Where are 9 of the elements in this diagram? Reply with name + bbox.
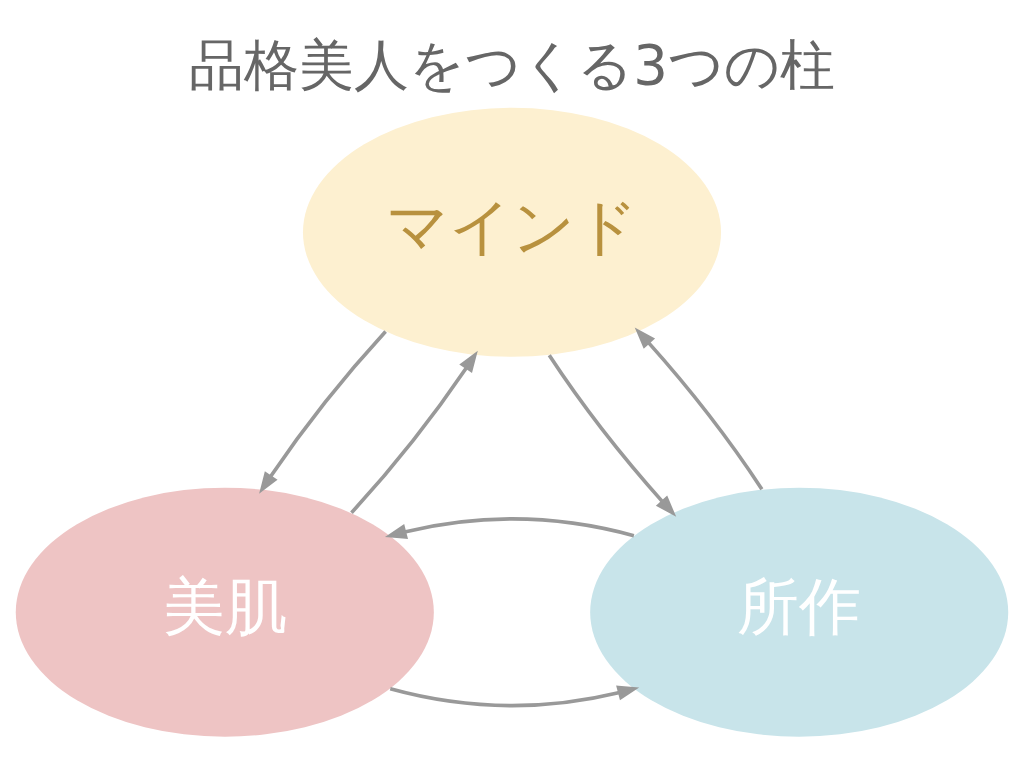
node-ellipse: マインド — [302, 107, 722, 357]
arrow — [547, 353, 677, 517]
diagram-title: 品格美人をつくる3つの柱 — [189, 32, 835, 97]
arrow — [350, 350, 478, 514]
arrow — [389, 685, 640, 707]
arrow — [259, 329, 387, 494]
arrow — [634, 326, 764, 490]
node-ellipse: 美肌 — [15, 487, 434, 737]
arrow — [384, 516, 635, 539]
